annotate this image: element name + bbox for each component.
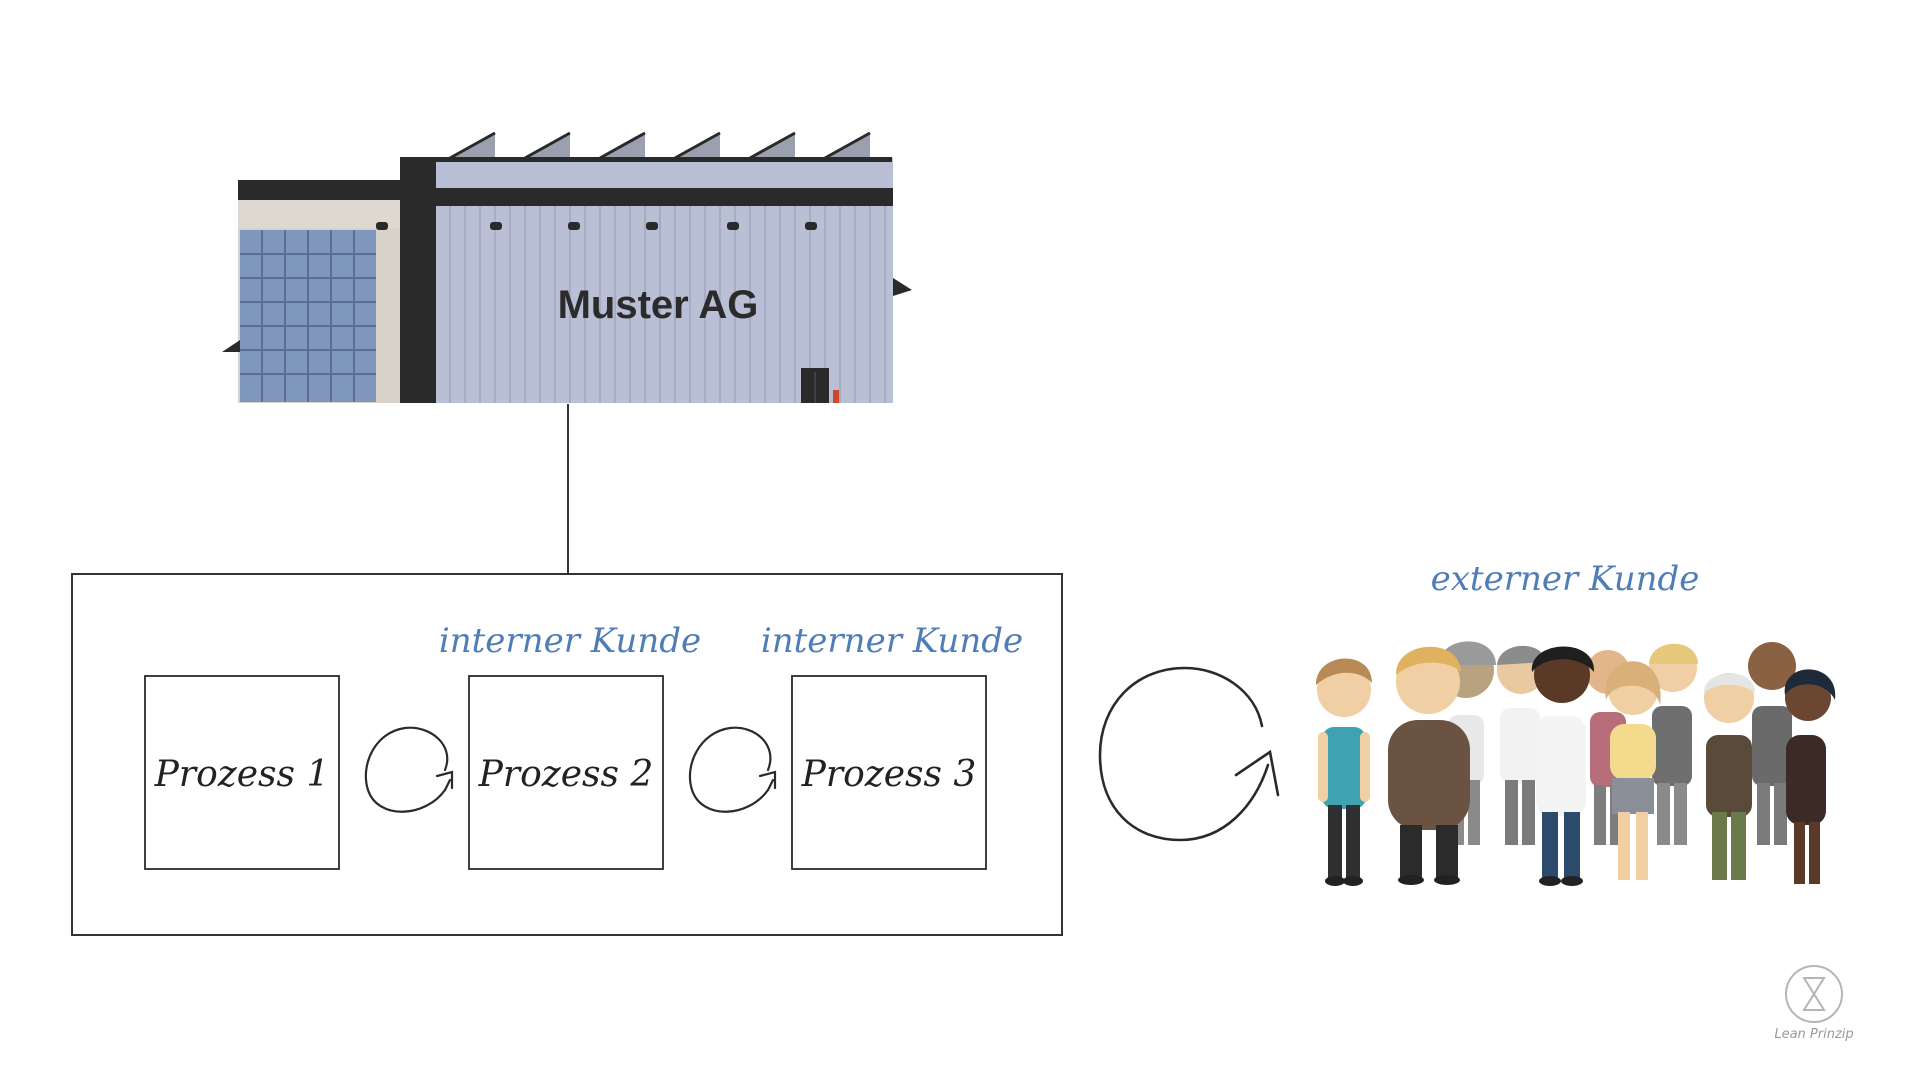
process-box-2 — [468, 675, 664, 870]
process-box-1 — [144, 675, 340, 870]
process-label-2: Prozess 2 — [478, 754, 654, 795]
hourglass-icon — [1785, 965, 1843, 1023]
person-6 — [1784, 669, 1836, 884]
process-box-3 — [791, 675, 987, 870]
person-2 — [1388, 646, 1470, 885]
person-back-5 — [1748, 642, 1796, 845]
hall-pillar — [400, 157, 436, 403]
internal-customer-label-2: interner Kunde — [439, 621, 701, 661]
person-back-4 — [1649, 643, 1698, 845]
company-process-frame — [71, 573, 1063, 936]
annex-band — [238, 200, 403, 228]
lean-prinzip-logo: Lean Prinzip — [1774, 965, 1854, 1042]
person-5 — [1703, 673, 1756, 880]
company-name: Muster AG — [558, 283, 759, 327]
company-building: Muster AG — [222, 131, 912, 403]
person-4 — [1605, 661, 1661, 880]
person-back-2 — [1497, 645, 1545, 845]
external-customer-label: externer Kunde — [1431, 559, 1700, 599]
customer-crowd — [1315, 641, 1836, 886]
roof-solar-panels — [450, 133, 870, 158]
process-label-3: Prozess 3 — [801, 754, 977, 795]
person-3 — [1531, 646, 1595, 886]
internal-customer-label-3: interner Kunde — [761, 621, 1023, 661]
flow-arrow-to-external — [1098, 666, 1280, 842]
annex-roof — [238, 180, 403, 200]
process-label-1: Prozess 1 — [154, 754, 330, 795]
flow-arrow-2-to-3 — [688, 726, 777, 813]
person-1 — [1315, 658, 1372, 886]
watermark-text: Lean Prinzip — [1774, 1027, 1853, 1042]
hall-band — [435, 188, 893, 206]
flow-arrow-1-to-2 — [364, 726, 454, 813]
